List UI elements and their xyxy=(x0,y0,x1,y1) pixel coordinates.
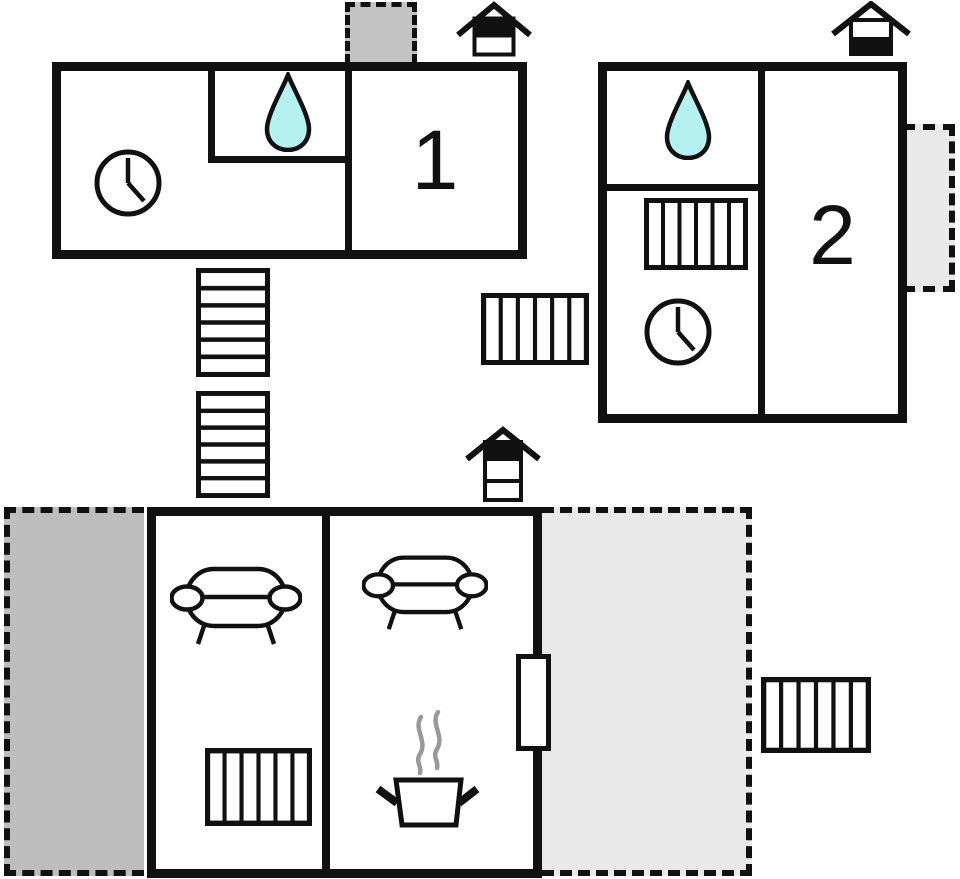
water-drop-shape xyxy=(264,72,312,152)
stove-pot-icon xyxy=(375,709,480,828)
sofa-leg xyxy=(265,625,277,645)
sofa-leg xyxy=(386,611,397,630)
balcony-area xyxy=(903,124,955,292)
radiator-icon xyxy=(481,293,589,365)
terrace-dark-area xyxy=(4,507,144,876)
floor2-bathroom-bottom-wall xyxy=(604,184,762,191)
pot-handle xyxy=(375,785,400,807)
chimney-roof xyxy=(465,426,541,462)
water-drop-icon xyxy=(264,72,312,152)
radiator-fins xyxy=(498,295,572,363)
stairs-icon xyxy=(196,391,270,498)
pot-handle xyxy=(456,785,480,807)
chimney-block xyxy=(345,2,417,64)
stairs-treads xyxy=(198,408,268,481)
sofa-icon xyxy=(170,566,302,645)
clock-hour-hand xyxy=(126,181,146,203)
floor1-bathroom-left-wall xyxy=(208,68,215,163)
stairs-treads xyxy=(198,285,268,360)
chimney-band xyxy=(851,37,891,54)
chimney-roof xyxy=(831,1,911,37)
chimney-icon xyxy=(456,1,532,57)
ground-floor-partition-wall xyxy=(322,513,330,872)
radiator-fins xyxy=(778,679,854,751)
chimney-band xyxy=(485,442,521,461)
clock-icon xyxy=(94,149,162,217)
radiator-icon xyxy=(761,677,871,753)
water-drop-icon xyxy=(664,80,712,160)
room-label-1: 1 xyxy=(411,113,459,207)
water-drop-shape xyxy=(664,80,712,160)
radiator-fins xyxy=(661,200,731,268)
door xyxy=(516,654,551,751)
chimney-roof xyxy=(456,1,532,38)
pot-body xyxy=(393,777,464,828)
sofa-armrest xyxy=(170,584,205,612)
stairs-icon xyxy=(196,268,270,377)
floor2-partition-wall xyxy=(758,68,765,417)
sofa-leg xyxy=(453,611,464,630)
radiator-fins xyxy=(222,750,295,824)
chimney-icon xyxy=(831,1,911,56)
steam-lines xyxy=(415,709,442,776)
sofa-armrest xyxy=(362,572,396,599)
sofa-icon xyxy=(362,555,488,630)
room-label-2: 2 xyxy=(809,188,856,282)
terrace-light-area xyxy=(542,507,752,876)
floor1-bathroom-bottom-wall xyxy=(208,156,352,163)
sofa-leg xyxy=(195,625,207,645)
radiator-icon xyxy=(205,748,312,826)
sofa-armrest xyxy=(454,572,488,599)
sofa-armrest xyxy=(267,584,302,612)
chimney-icon xyxy=(465,426,541,502)
clock-icon xyxy=(644,298,712,366)
radiator-icon xyxy=(644,198,748,270)
chimney-band xyxy=(474,18,514,38)
clock-hour-hand xyxy=(676,330,696,352)
